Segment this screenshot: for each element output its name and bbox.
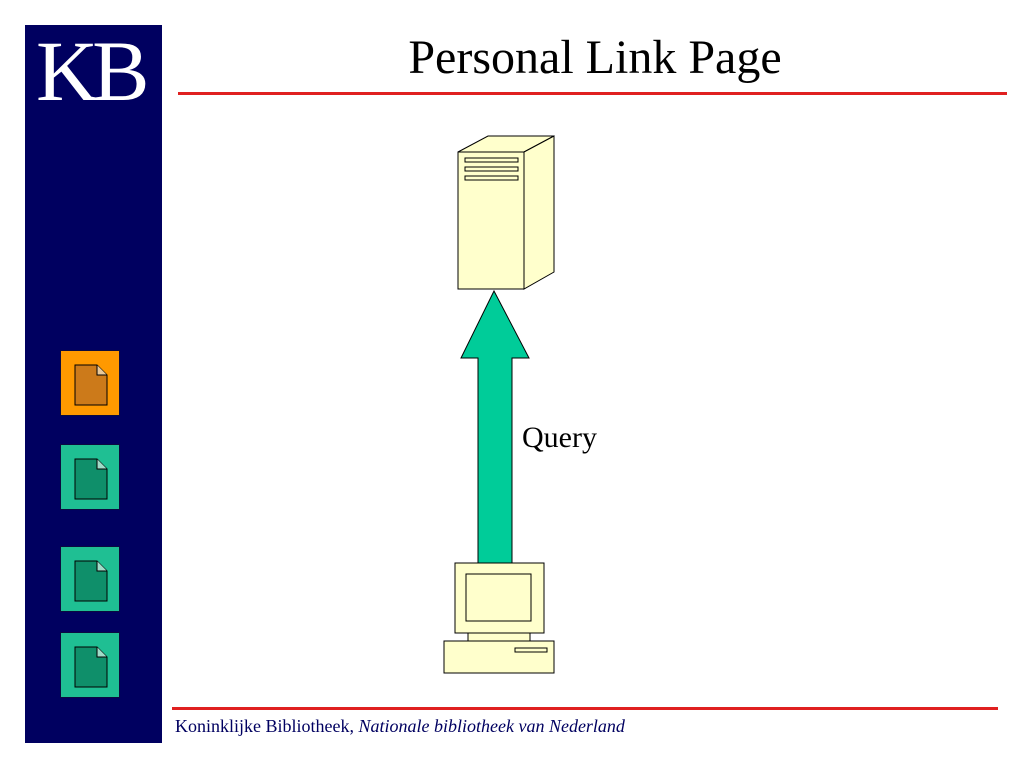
computer-icon bbox=[443, 562, 555, 674]
nav-item-3[interactable] bbox=[60, 546, 120, 612]
title-rule bbox=[178, 92, 1007, 95]
footer: Koninklijke Bibliotheek, Nationale bibli… bbox=[175, 716, 625, 737]
nav-item-1[interactable] bbox=[60, 350, 120, 416]
footer-rule bbox=[172, 707, 998, 710]
server-icon bbox=[457, 135, 555, 290]
query-arrow bbox=[460, 289, 530, 564]
document-icon bbox=[74, 458, 108, 500]
footer-subtitle: Nationale bibliotheek van Nederland bbox=[358, 716, 625, 736]
footer-org: Koninklijke Bibliotheek, bbox=[175, 716, 359, 736]
page-title: Personal Link Page bbox=[408, 31, 782, 84]
nav-item-4[interactable] bbox=[60, 632, 120, 698]
document-icon bbox=[74, 646, 108, 688]
document-icon bbox=[74, 364, 108, 406]
kb-logo: KB bbox=[36, 23, 149, 119]
query-label: Query bbox=[522, 421, 597, 454]
document-icon bbox=[74, 560, 108, 602]
nav-item-2[interactable] bbox=[60, 444, 120, 510]
